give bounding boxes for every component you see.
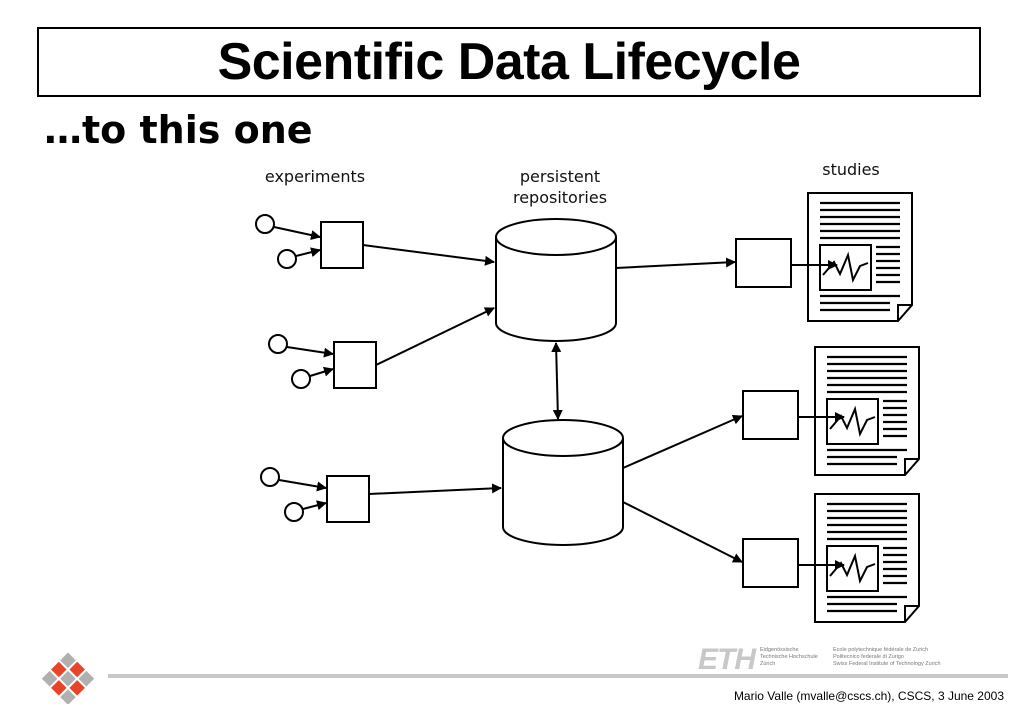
study-2 <box>742 346 920 476</box>
repository-cylinder-1 <box>495 218 617 342</box>
repository-cylinder-2 <box>502 419 624 546</box>
study-3 <box>742 493 920 623</box>
flow-arrow <box>362 244 495 266</box>
sensor-node <box>284 502 304 522</box>
cscs-logo <box>41 652 95 704</box>
experiment-group-1 <box>255 214 364 269</box>
title-box: Scientific Data Lifecycle <box>37 27 981 97</box>
repositories-label: repositories <box>513 188 607 207</box>
experiment-box <box>333 341 377 389</box>
document-icon <box>807 192 913 322</box>
persistent-label: persistent <box>520 167 600 186</box>
sensor-node <box>277 249 297 269</box>
footer-credit: Mario Valle (mvalle@cscs.ch), CSCS, 3 Ju… <box>733 689 1004 703</box>
document-icon <box>814 346 920 476</box>
flow-arrow <box>622 501 743 563</box>
svg-text:Zürich: Zürich <box>760 661 775 667</box>
svg-text:Politecnico federale di Zurigo: Politecnico federale di Zurigo <box>833 654 904 660</box>
svg-text:Eidgenössische: Eidgenössische <box>760 647 799 653</box>
experiment-box <box>326 475 370 523</box>
sensor-node <box>268 334 288 354</box>
sync-arrow <box>551 342 563 420</box>
experiments-label: experiments <box>265 167 365 186</box>
experiment-box <box>320 221 364 269</box>
flow-arrow <box>375 307 495 366</box>
flow-arrow <box>622 415 743 469</box>
analysis-box <box>742 538 799 588</box>
analysis-box <box>742 390 799 440</box>
svg-text:Swiss Federal Institute of Tec: Swiss Federal Institute of Technology Zu… <box>833 661 941 667</box>
slide-subtitle: …to this one <box>44 108 313 152</box>
footer-divider <box>108 674 1008 678</box>
experiment-group-2 <box>268 334 377 389</box>
svg-text:ETH: ETH <box>698 643 757 673</box>
studies-label: studies <box>822 160 880 179</box>
experiment-group-3 <box>260 467 370 523</box>
slide-title: Scientific Data Lifecycle <box>217 33 801 91</box>
eth-logo: ETH Eidgenössische Technische Hochschule… <box>698 643 941 673</box>
flow-arrow <box>368 483 502 495</box>
analysis-box <box>735 238 792 288</box>
document-icon <box>814 493 920 623</box>
sensor-node <box>291 369 311 389</box>
svg-text:Technische Hochschule: Technische Hochschule <box>760 654 818 660</box>
sensor-node <box>260 467 280 487</box>
flow-arrow <box>615 257 736 269</box>
svg-text:Ecole polytechnique fédérale d: Ecole polytechnique fédérale de Zurich <box>833 647 928 653</box>
sensor-node <box>255 214 275 234</box>
study-1 <box>735 192 913 322</box>
